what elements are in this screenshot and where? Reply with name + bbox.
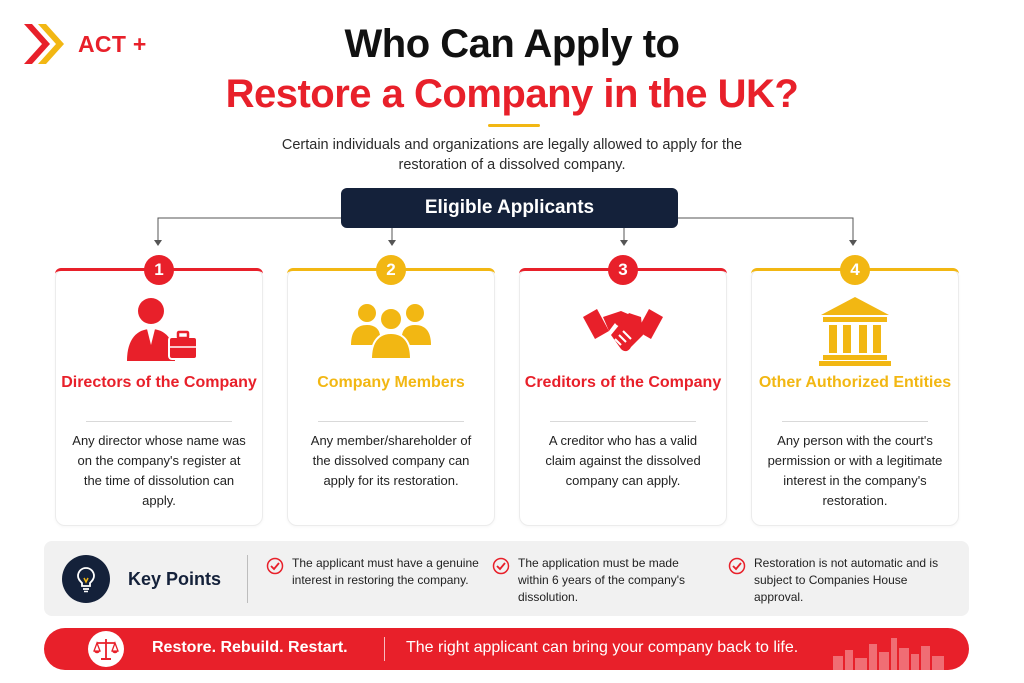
page-subtitle: Certain individuals and organizations ar… [281, 137, 743, 173]
card-number-badge: 2 [376, 255, 406, 285]
key-points-label: Key Points [128, 569, 222, 589]
brand-name: ACT + [78, 30, 147, 57]
card-title: Other Authorized Entities [758, 374, 952, 391]
scales-of-justice-icon [88, 631, 124, 667]
card-directors: 1 Directors of the Company Any director … [55, 255, 263, 526]
institution-building-icon [813, 295, 897, 367]
card-description: Any person with the court's permission o… [767, 433, 943, 508]
card-description: Any member/shareholder of the dissolved … [310, 433, 472, 488]
card-creditors: 3 Creditors of the Company A creditor wh… [519, 255, 727, 526]
act-plus-logo-icon [24, 24, 64, 64]
card-number-badge: 4 [840, 255, 870, 285]
director-briefcase-icon [117, 295, 201, 367]
page-title-line2: Restore a Company in the UK? [225, 72, 799, 116]
card-title: Directors of the Company [61, 374, 257, 391]
key-point-item: Restoration is not automatic and is subj… [728, 555, 943, 607]
city-skyline-icon [833, 638, 944, 670]
card-number-badge: 3 [608, 255, 638, 285]
card-description: A creditor who has a valid claim against… [545, 433, 701, 488]
key-point-item: The applicant must have a genuine intere… [266, 555, 481, 607]
title-underline [488, 124, 540, 127]
card-title: Company Members [317, 374, 465, 391]
key-point-text: The applicant must have a genuine intere… [292, 556, 479, 587]
banner-tagline: Restore. Rebuild. Restart. [152, 639, 348, 656]
card-title: Creditors of the Company [524, 374, 722, 391]
handshake-icon [581, 295, 665, 367]
group-members-icon [349, 295, 433, 367]
banner-message: The right applicant can bring your compa… [406, 639, 799, 656]
brand-logo[interactable]: ACT + [20, 20, 147, 68]
key-point-text: The application must be made within 6 ye… [518, 556, 686, 604]
key-point-text: Restoration is not automatic and is subj… [754, 556, 939, 604]
card-members: 2 Company Members Any member/shareholder… [287, 255, 495, 526]
check-circle-icon [728, 557, 746, 575]
card-number-badge: 1 [144, 255, 174, 285]
check-circle-icon [492, 557, 510, 575]
card-description: Any director whose name was on the compa… [72, 433, 246, 508]
check-circle-icon [266, 557, 284, 575]
key-point-item: The application must be made within 6 ye… [492, 555, 707, 607]
key-points-panel: Key Points The applicant must have a gen… [44, 541, 969, 616]
eligible-applicants-header: Eligible Applicants [341, 188, 678, 228]
page-title-line1: Who Can Apply to [344, 22, 680, 66]
footer-banner: Restore. Rebuild. Restart. The right app… [44, 628, 969, 670]
lightbulb-icon [62, 555, 110, 603]
card-other-entities: 4 Other Authorized Entities Any person w… [751, 255, 959, 526]
